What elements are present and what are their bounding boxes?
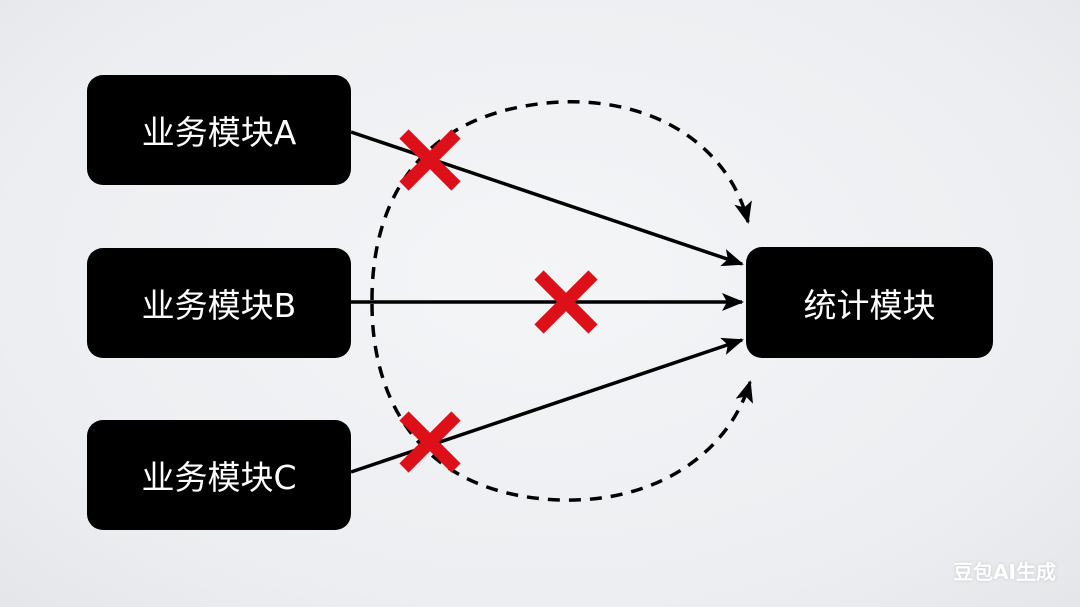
business-module-c-node: 业务模块C	[87, 420, 351, 530]
cross-icon	[534, 270, 598, 334]
edge-c-to-stat	[350, 337, 744, 474]
dashed-arc-top	[370, 100, 752, 301]
dashed-arc-bottom	[370, 303, 753, 502]
cross-icon	[399, 129, 461, 191]
edge-a-to-stat	[350, 130, 744, 267]
node-label: 业务模块B	[141, 286, 297, 325]
cross-icon	[399, 411, 461, 473]
statistics-module-node: 统计模块	[746, 247, 993, 358]
watermark: 豆包AI生成	[953, 560, 1056, 584]
node-label: 业务模块C	[141, 458, 297, 497]
node-label: 统计模块	[803, 285, 936, 325]
business-module-a-node: 业务模块A	[87, 75, 351, 185]
node-label: 业务模块A	[141, 113, 297, 152]
business-module-b-node: 业务模块B	[87, 248, 351, 358]
